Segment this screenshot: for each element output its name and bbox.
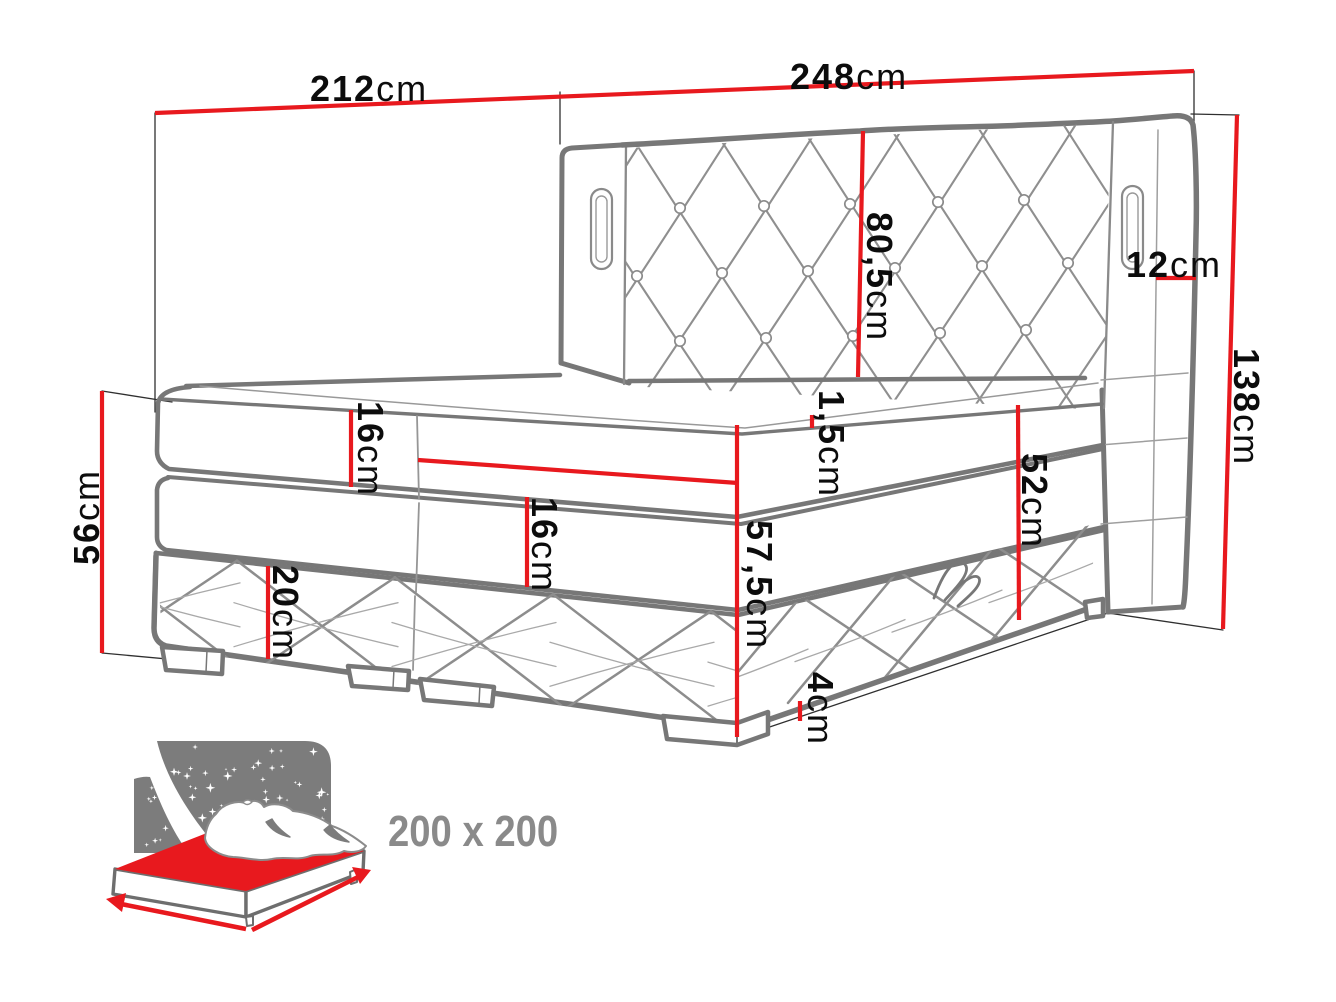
svg-text:56cm: 56cm [66, 469, 107, 565]
svg-text:4cm: 4cm [800, 672, 841, 746]
svg-text:16cm: 16cm [524, 497, 565, 593]
svg-text:16cm: 16cm [350, 401, 391, 497]
svg-text:248cm: 248cm [790, 56, 908, 97]
svg-text:12cm: 12cm [1126, 244, 1222, 285]
svg-text:57,5cm: 57,5cm [739, 520, 780, 650]
svg-text:212cm: 212cm [310, 68, 428, 109]
svg-text:20cm: 20cm [265, 565, 306, 661]
svg-text:1,5cm: 1,5cm [811, 390, 852, 498]
svg-text:80,5cm: 80,5cm [859, 212, 900, 342]
svg-text:138cm: 138cm [1226, 348, 1267, 466]
svg-text:200 x 200: 200 x 200 [388, 807, 558, 856]
svg-text:52cm: 52cm [1014, 453, 1055, 549]
